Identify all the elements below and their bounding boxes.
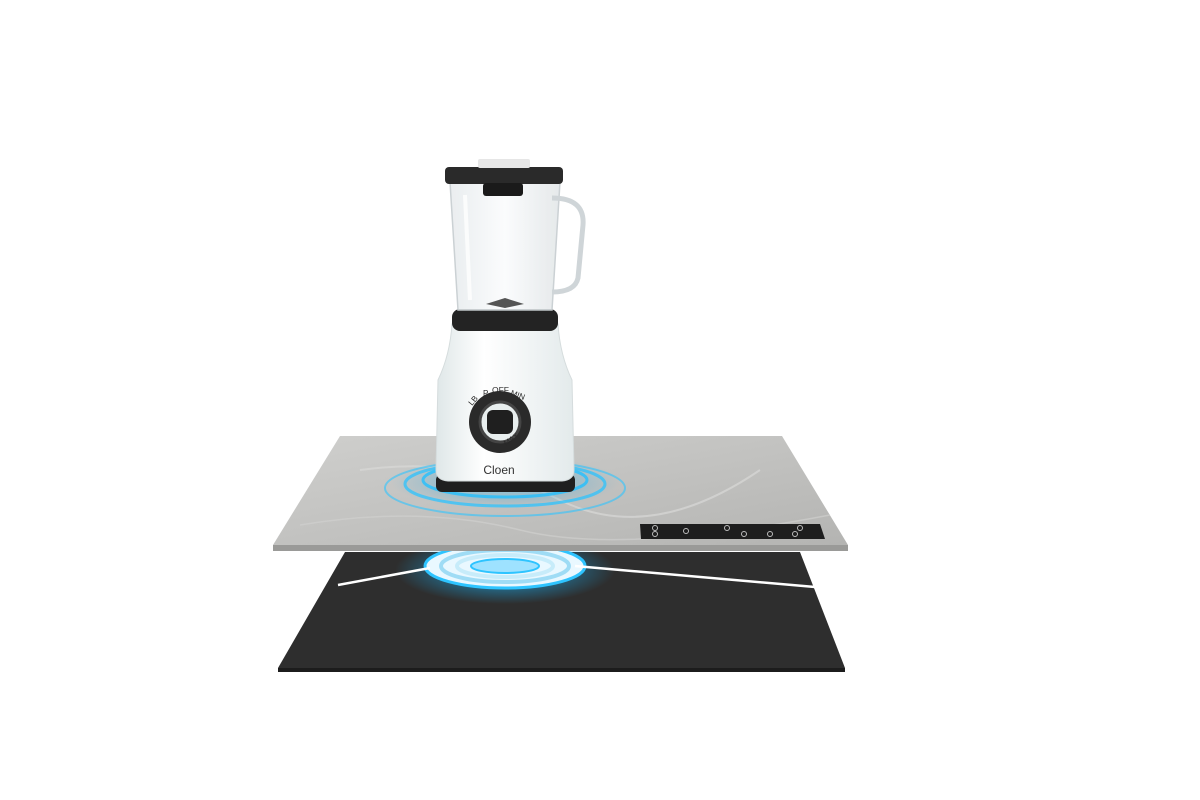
jar-handle: [551, 195, 586, 295]
blender-blade: [486, 298, 524, 308]
blender-icon: LB P OFF MIN MAX Cloen: [435, 159, 586, 492]
brand-label: Cloen: [483, 463, 514, 477]
dial-label-p: P: [483, 389, 488, 398]
countertop-edge: [273, 545, 848, 551]
jar-highlight: [463, 194, 472, 301]
lid-top: [478, 159, 530, 168]
touch-control-panel-icon: [640, 524, 825, 539]
lid-cap: [483, 183, 523, 196]
dial-label-off: OFF: [492, 385, 509, 395]
blender-collar: [452, 309, 558, 331]
blender-lid: [445, 167, 563, 184]
induction-plate-edge: [278, 668, 845, 672]
dial-grip: [487, 410, 513, 434]
